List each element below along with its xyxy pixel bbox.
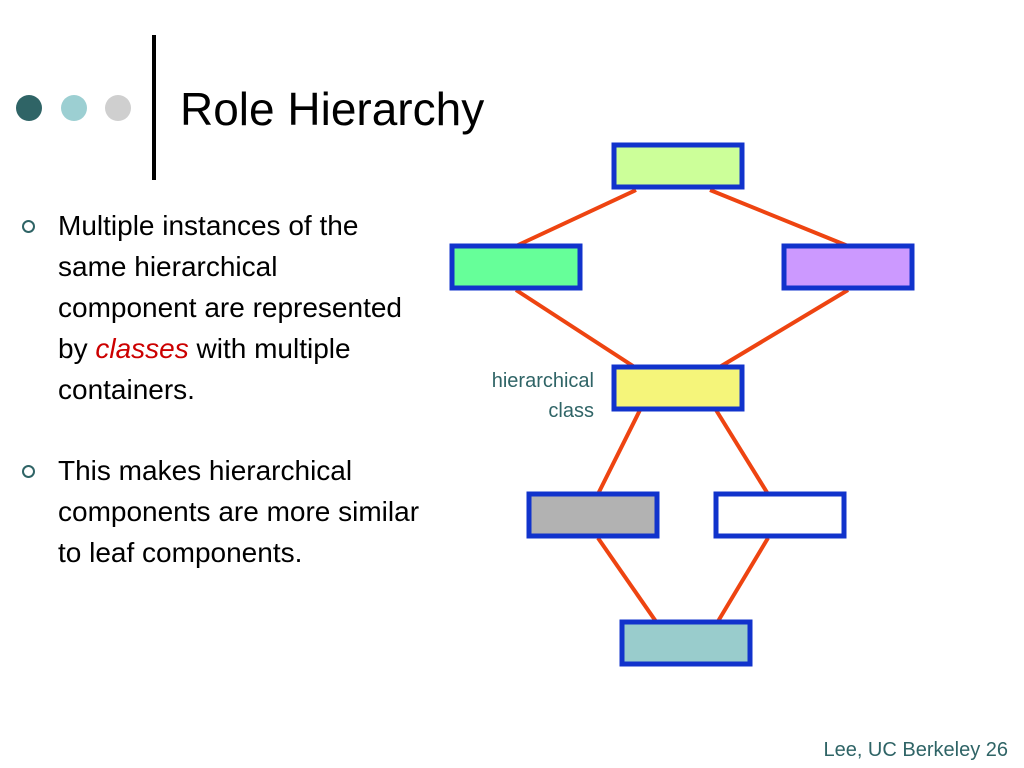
edge-center-to-lower-right (714, 408, 770, 496)
bullet-item-1: Multiple instances of the same hierarchi… (22, 205, 422, 410)
annotation-line-1: hierarchical (491, 370, 594, 392)
node-hierarchical-class (611, 364, 745, 412)
hierarchical-class-annotation: hierarchical class (440, 366, 594, 426)
diagram-edges (514, 188, 850, 625)
bullet-1-tail: with multiple containers. (58, 333, 351, 405)
bullet-item-2: This makes hierarchical components are m… (22, 450, 422, 573)
node-lower-right (713, 491, 847, 539)
edge-mid-right-to-center (716, 288, 850, 370)
node-top (611, 142, 745, 190)
edge-top-to-mid-left (515, 188, 637, 248)
slide-title: Role Hierarchy (180, 83, 485, 135)
node-mid-left (449, 243, 583, 291)
edge-mid-left-to-center (514, 288, 638, 370)
edge-center-to-lower-left (596, 409, 642, 495)
node-mid-right (781, 243, 915, 291)
edge-lower-right-to-bottom (715, 536, 770, 625)
annotation-line-2: class (548, 400, 594, 422)
bullet-1-emphasis: classes (95, 333, 189, 364)
bullet-marker-icon (22, 465, 35, 478)
decor-dot-gray (105, 95, 131, 121)
decor-dot-dark (16, 95, 42, 121)
bullet-marker-icon (22, 220, 35, 233)
node-bottom (619, 619, 753, 667)
bullet-2-text: This makes hierarchical components are m… (58, 455, 420, 568)
diagram-boxes (449, 142, 915, 667)
bullet-list: Multiple instances of the same hierarchi… (22, 205, 422, 613)
node-lower-left (526, 491, 660, 539)
slide-footer: Lee, UC Berkeley 26 (823, 739, 1008, 761)
bullet-1-text: Multiple instances of the same hierarchi… (58, 210, 402, 364)
title-divider (152, 35, 156, 180)
edge-lower-left-to-bottom (596, 536, 659, 625)
edge-top-to-mid-right (709, 188, 849, 248)
decor-dot-teal (61, 95, 87, 121)
